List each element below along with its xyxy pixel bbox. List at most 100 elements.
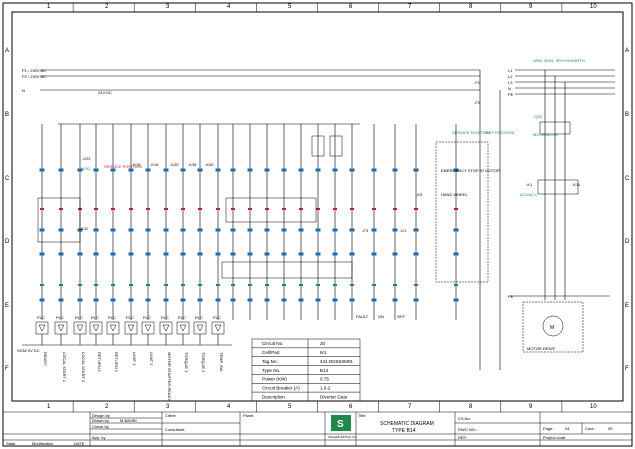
motor-circuit: 400V, 50Hz, 3PH+N+EARTH L1 L2 L3 N PE -Q… — [435, 58, 615, 370]
input-label: READY — [43, 352, 48, 366]
grid-col-bottom-2: 2 — [105, 404, 109, 410]
ref-label: REF: — [458, 435, 467, 440]
plc-label: PLC — [126, 315, 134, 320]
phase-l3: L3 — [508, 80, 513, 85]
panel-label: Panel: — [243, 413, 254, 418]
label-emergency-stop: EMERGENCY STOP AT MOTOR — [441, 168, 500, 173]
grid-row-left-F: F — [5, 366, 9, 372]
title-line-2: TYPE B14 — [392, 428, 416, 434]
info-key: Tag No. — [262, 359, 278, 364]
info-key: Description — [262, 394, 285, 399]
info-key: Circuit Breaker (A) — [262, 385, 300, 390]
info-value: 1.6-2 — [320, 385, 331, 390]
grid-row-right-E: E — [625, 303, 629, 309]
sgnd-label: SGN/ 0V DC — [17, 348, 40, 353]
input-label: RETURN 1 — [97, 352, 102, 373]
plc-label: PLC — [213, 315, 221, 320]
info-key: Cell/Part — [262, 350, 280, 355]
cs-no-label: CS.No: — [458, 416, 471, 421]
label-contactor-k1: -K1 — [526, 182, 533, 187]
lamp-off: OFF — [397, 314, 406, 319]
label-k23: -K23 — [82, 156, 91, 161]
grid-row-left-C: C — [5, 176, 10, 182]
grid-row-left-E: E — [5, 303, 9, 309]
label-k36: -K36 — [188, 162, 197, 167]
grid-col-top-5: 5 — [288, 4, 292, 10]
plc-label: PLC — [195, 315, 203, 320]
phase-l1: L1 — [508, 68, 513, 73]
grid-col-bottom-10: 10 — [590, 404, 597, 410]
phase-n: N — [508, 86, 511, 91]
plc-label: PLC — [75, 315, 83, 320]
label-service-pos: SERVICE POSITION — [104, 164, 142, 169]
grid-col-bottom-4: 4 — [227, 404, 231, 410]
input-label: MOTOR STARTER READY — [167, 352, 172, 401]
motor-supply-label: 400V, 50Hz, 3PH+N+EARTH — [533, 58, 585, 63]
label-ac3: AC3/AC4 — [520, 192, 537, 197]
info-value: 20 — [320, 341, 326, 346]
cont-value: 05 — [608, 426, 613, 431]
info-value: 0.75 — [320, 377, 329, 382]
company-logo-mark: S — [337, 419, 344, 430]
dc-label: 24V DC — [98, 90, 112, 95]
label-k15: -K15 — [132, 162, 141, 167]
grid-col-top-8: 8 — [469, 4, 473, 10]
company-logo — [331, 415, 351, 431]
label-f2: -F2 — [474, 100, 481, 105]
label-mccb: MCCB/MCCB — [533, 132, 558, 137]
supply-p1-label: P1 / 230V AC — [22, 68, 46, 73]
relay-block: -K23 -M 52 SERVICE POSITION -K15 -K16 -K… — [37, 135, 423, 279]
plc-label: PLC — [91, 315, 99, 320]
info-key: Circuit No. — [262, 341, 283, 346]
client-label: Client: — [165, 413, 176, 418]
plc-label: PLC — [161, 315, 169, 320]
plc-label: PLC — [37, 315, 45, 320]
input-label: RETURN 2 — [114, 352, 119, 373]
phase-pe: PE — [508, 92, 514, 97]
input-label: TORQUE 2 — [201, 352, 206, 373]
input-label: LIMIT 1 — [132, 352, 137, 366]
grid-col-bottom-8: 8 — [469, 404, 473, 410]
state-label: State — [6, 441, 16, 446]
status-lamps: FAULT ON OFF — [356, 314, 406, 319]
grid-col-top-2: 2 — [105, 4, 109, 10]
grid-col-top-7: 7 — [408, 4, 412, 10]
plc-label: PLC — [143, 315, 151, 320]
supply-n-label: N — [22, 88, 25, 93]
label-k40: -K40 — [205, 162, 214, 167]
grid-row-right-D: D — [625, 239, 630, 245]
input-label: LOCAL START 2 — [81, 352, 86, 383]
input-label: TEMP. SW. — [219, 352, 224, 372]
title-label: Title: — [358, 413, 367, 418]
info-key: Power (KW) — [262, 377, 287, 382]
check-by: Check by — [92, 424, 109, 429]
page-label: Page: — [543, 426, 553, 431]
grid-row-left-D: D — [5, 239, 10, 245]
app-by: App. by — [92, 435, 106, 440]
grid-col-bottom-1: 1 — [47, 404, 51, 410]
page-value: 04 — [565, 426, 570, 431]
label-hand-wheel: HAND WHEEL — [441, 192, 468, 197]
lamp-on: ON — [378, 314, 384, 319]
info-value: 6/1 — [320, 350, 327, 355]
grid-col-top-6: 6 — [349, 4, 353, 10]
label-contactor-k11: -K11 — [572, 182, 581, 187]
label-k1: -K1 — [400, 228, 407, 233]
consultant-label: Consultant: — [165, 427, 185, 432]
supply-lines: P1 / 230V AC P2 / 230V AC N 24V DC SGN/ … — [17, 68, 480, 353]
date-label: DATE — [74, 441, 85, 446]
label-f1: -F1 — [474, 80, 481, 85]
grid-row-right-C: C — [625, 176, 630, 182]
phase-l2: L2 — [508, 74, 513, 79]
grid-col-bottom-7: 7 — [408, 404, 412, 410]
label-k16: -K16 — [150, 162, 159, 167]
drawn-by-value: M.BAHRI — [120, 418, 137, 423]
grid-row-left-B: B — [5, 112, 9, 118]
grid-col-top-3: 3 — [166, 4, 170, 10]
